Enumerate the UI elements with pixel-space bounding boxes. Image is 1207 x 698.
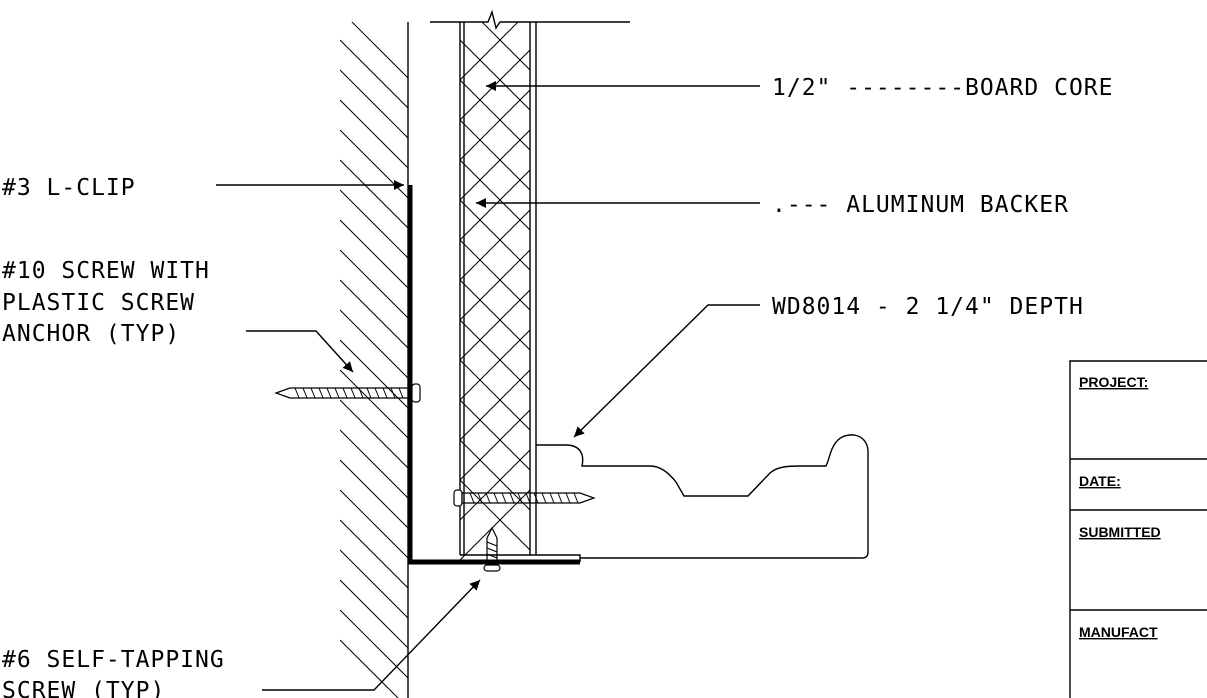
clip-shelf [460, 554, 581, 562]
label-l-clip: #3 L-CLIP [2, 175, 136, 201]
board-screw [453, 489, 596, 507]
board-core-hatch [460, 22, 530, 561]
title-block-date: DATE: [1079, 473, 1121, 489]
self-tapping-screw [483, 526, 501, 572]
molding-profile [536, 434, 869, 559]
label-self-tap-line2: SCREW (TYP) [2, 678, 165, 698]
label-profile: WD8014 - 2 1/4" DEPTH [772, 294, 1084, 320]
board-panel [430, 9, 630, 555]
l-clip [407, 185, 580, 565]
title-block-submitted: SUBMITTED [1079, 524, 1161, 540]
label-self-tap-line1: #6 SELF-TAPPING [2, 647, 225, 673]
leaders [216, 81, 760, 691]
title-block: PROJECT: DATE: SUBMITTED MANUFACT [1069, 360, 1207, 698]
label-screw-line2: PLASTIC SCREW [2, 290, 195, 316]
title-block-manufacturer: MANUFACT [1079, 624, 1158, 640]
wall-hatch [340, 22, 408, 698]
title-block-project: PROJECT: [1079, 374, 1148, 390]
label-screw-line3: ANCHOR (TYP) [2, 321, 180, 347]
label-aluminum-backer: .--- ALUMINUM BACKER [772, 192, 1069, 218]
label-screw-line1: #10 SCREW WITH [2, 258, 210, 284]
wall-screw [274, 383, 421, 403]
label-board-core: 1/2" --------BOARD CORE [772, 75, 1114, 101]
